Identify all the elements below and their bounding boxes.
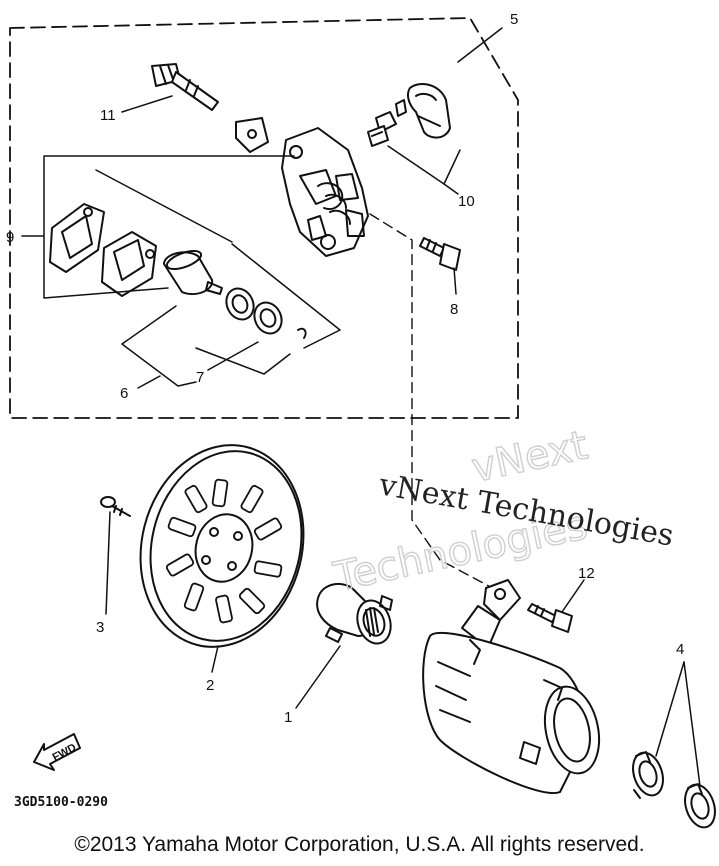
leader-10 [443,183,459,195]
part-label-8: 8 [450,301,458,318]
part-label-5: 5 [510,11,518,28]
bracket-6-7 [121,243,341,387]
diagram-code: 3GD5100-0290 [14,795,108,810]
part-label-11: 11 [100,107,116,124]
part-label-3: 3 [96,619,104,636]
part-label-6: 6 [120,385,128,402]
piston-6 [163,249,223,296]
caliper-assembly-boundary [9,17,519,419]
pad-pin-bolt-8 [419,237,461,295]
disc-screw-3 [100,496,131,615]
part-label-9: 9 [6,229,14,246]
forward-arrow-icon [33,733,81,771]
bracket-bolt-12 [527,579,585,633]
piston-seals-7 [225,287,307,339]
brake-disc-2 [139,444,305,673]
part-label-7: 7 [196,369,204,386]
caliper-bolt-11 [121,63,219,113]
caliper-bracket-housing [422,579,601,795]
part-label-2: 2 [206,677,214,694]
pad-clip [235,117,269,153]
leader-6 [137,375,161,389]
disc-slots [165,478,283,624]
parts-diagram: FWD 5 11 10 9 8 6 7 12 3 2 1 4 3GD5100-0… [6,11,716,829]
part-label-10: 10 [458,193,475,210]
assembly-guide-line [369,213,501,593]
leader-5 [457,27,503,63]
bracket-9 [21,155,295,299]
watermark-outline-top: vNext [468,422,592,491]
part-label-1: 1 [284,709,292,726]
axle-nuts-4 [632,661,716,829]
caliper-body [281,127,369,257]
leader-7 [207,341,259,371]
bleed-screw-10 [367,99,407,147]
bracket-10 [387,145,461,185]
brake-pads-9 [49,203,157,297]
copyright-footer: ©2013 Yamaha Motor Corporation, U.S.A. A… [74,833,645,856]
part-label-4: 4 [676,641,684,658]
part-label-12: 12 [578,565,595,582]
hub-collar-1 [295,582,393,709]
bleed-cap-10 [407,83,451,139]
